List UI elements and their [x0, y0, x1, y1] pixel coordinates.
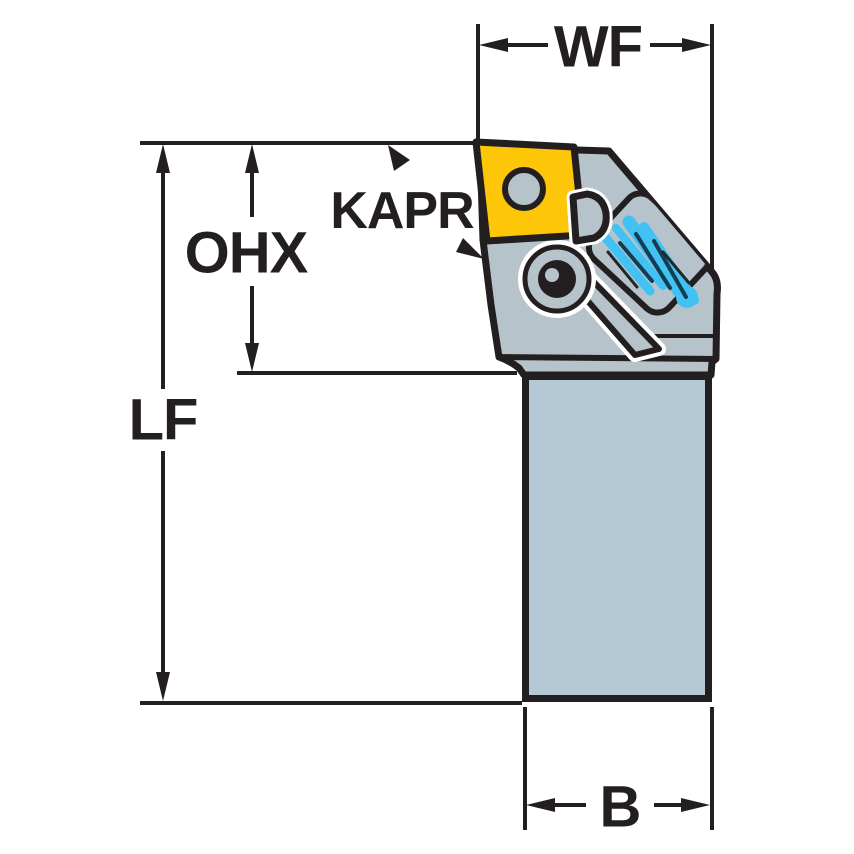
insert-hole [502, 167, 546, 211]
lf-arrow-up [156, 144, 170, 173]
dimension-arrowheads [156, 38, 711, 812]
ohx-arrow-down [245, 343, 259, 372]
wf-arrow-right [682, 38, 711, 52]
coolant-jet [612, 224, 667, 290]
coolant-shadow [618, 241, 654, 283]
screw-socket-highlight [545, 268, 559, 282]
lf-label: LF [129, 388, 198, 453]
lf-arrow-down [156, 672, 170, 701]
tool-shank [522, 373, 712, 702]
coolant-shadow [634, 232, 672, 290]
dimension-labels: WF OHX LF KAPR B [129, 15, 644, 840]
b-label: B [600, 775, 641, 840]
coolant-jet [600, 232, 655, 296]
head-bottom-edge [496, 354, 717, 362]
wf-label: WF [554, 15, 642, 80]
coolant-streak [606, 250, 639, 289]
dimension-lines [140, 24, 714, 830]
coolant-jet-shadows [618, 232, 688, 299]
ohx-arrow-up [245, 144, 259, 173]
b-arrow-right [681, 798, 710, 812]
kapr-arrow-to-line [388, 145, 410, 171]
coolant-shadow [652, 239, 688, 299]
ohx-label: OHX [185, 221, 309, 286]
wf-arrow-left [479, 38, 508, 52]
kapr-label: KAPR [330, 182, 474, 240]
tool-body [472, 138, 721, 702]
kapr-arrow-to-edge [456, 238, 484, 259]
coolant-streak [661, 250, 691, 285]
coolant-jet-dark-streaks [606, 250, 691, 289]
clamp-finger [569, 190, 610, 245]
b-arrow-left [526, 798, 555, 812]
